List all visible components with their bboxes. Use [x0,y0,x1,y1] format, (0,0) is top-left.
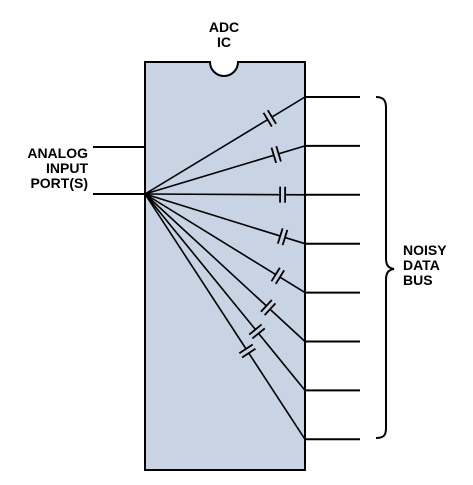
coupling-line [144,193,306,440]
coupling-line [144,193,306,391]
coupling-line [144,96,306,195]
noisy-data-bus-lines [305,96,360,441]
coupling-paths [144,96,306,440]
adc-ic-body [144,61,306,471]
parasitic-capacitor-icon [248,323,266,340]
coupling-line [144,193,306,343]
coupling-line [144,193,306,245]
noisy-data-bus-label: NOISY DATA BUS [403,243,463,288]
parasitic-capacitor-icon [276,228,289,246]
analog-input-label-line3: PORT(S) [30,175,88,191]
coupling-line [144,193,306,196]
parasitic-capacitor-icon [270,145,282,164]
right-curly-brace-icon [375,96,395,439]
noisy-data-bus-label-line3: BUS [403,272,433,288]
analog-input-label-line2: INPUT [46,160,88,176]
chip-title-line1: ADC [208,19,240,35]
parasitic-capacitor-icon [279,186,287,203]
analog-input-label-line1: ANALOG [27,145,88,161]
noisy-data-bus-label-line2: DATA [403,257,440,273]
parasitic-capacitor-icon [238,343,256,359]
parasitic-capacitor-icon [270,267,285,285]
parasitic-capacitor-icon [260,299,277,316]
chip-title-line2: IC [217,34,231,50]
chip-title: ADC IC [200,20,248,50]
noisy-data-bus-label-line1: NOISY [403,242,447,258]
parasitic-capacitor-icon [262,109,277,127]
analog-input-label: ANALOG INPUT PORT(S) [4,146,88,191]
